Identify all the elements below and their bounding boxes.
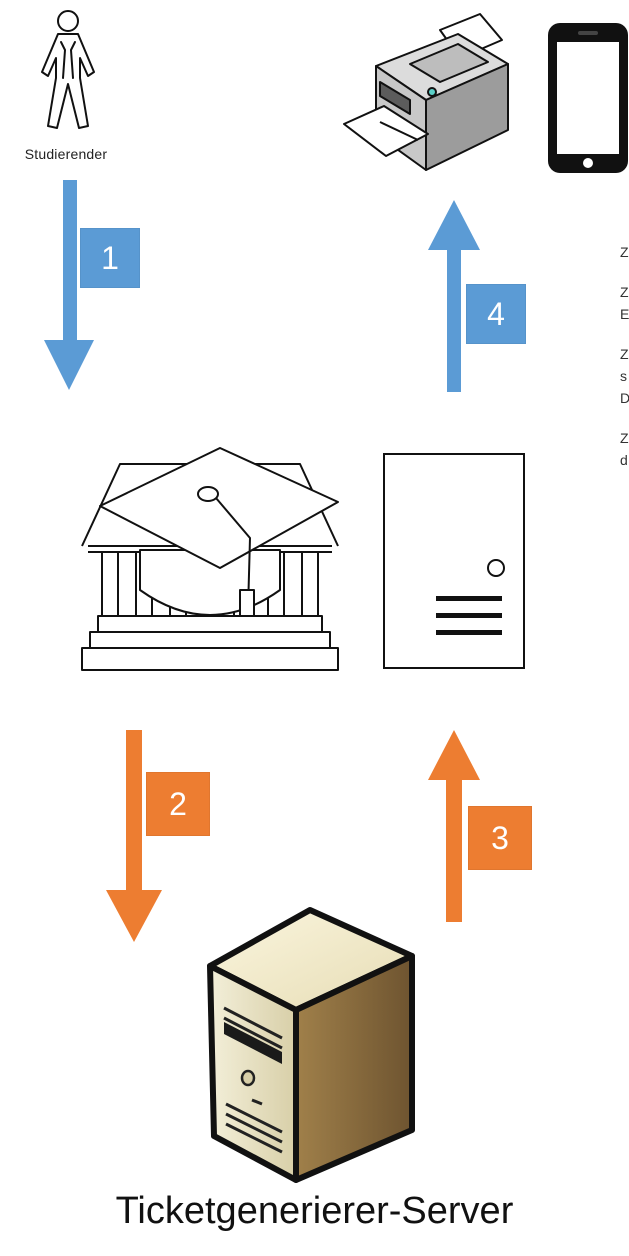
- arrow-down-orange: [106, 730, 162, 942]
- step-2-label: 2: [146, 772, 210, 836]
- computer-tower-icon: [383, 453, 525, 669]
- printer-icon: [343, 13, 509, 171]
- side-text-line: d: [620, 452, 628, 468]
- smartphone-icon: [548, 23, 628, 173]
- university-icon: [81, 447, 339, 671]
- side-text-line: E: [620, 306, 629, 322]
- person-icon: [41, 10, 95, 129]
- step-4-label: 4: [466, 284, 526, 344]
- side-text-line: D: [620, 390, 629, 406]
- step-3-label: 3: [468, 806, 532, 870]
- side-text-line: Z: [620, 430, 629, 446]
- side-text-line: Z: [620, 346, 629, 362]
- person-label: Studierender: [24, 146, 108, 162]
- step-1-label: 1: [80, 228, 140, 288]
- server-icon: [207, 907, 415, 1183]
- side-text-line: s: [620, 368, 627, 384]
- side-text-line: Z: [620, 244, 629, 260]
- server-label: Ticketgenerierer-Server: [115, 1190, 514, 1232]
- arrow-up-blue: [428, 200, 480, 392]
- side-text-line: Z: [620, 284, 629, 300]
- arrow-down-blue: [44, 180, 94, 390]
- arrow-up-orange: [428, 730, 480, 922]
